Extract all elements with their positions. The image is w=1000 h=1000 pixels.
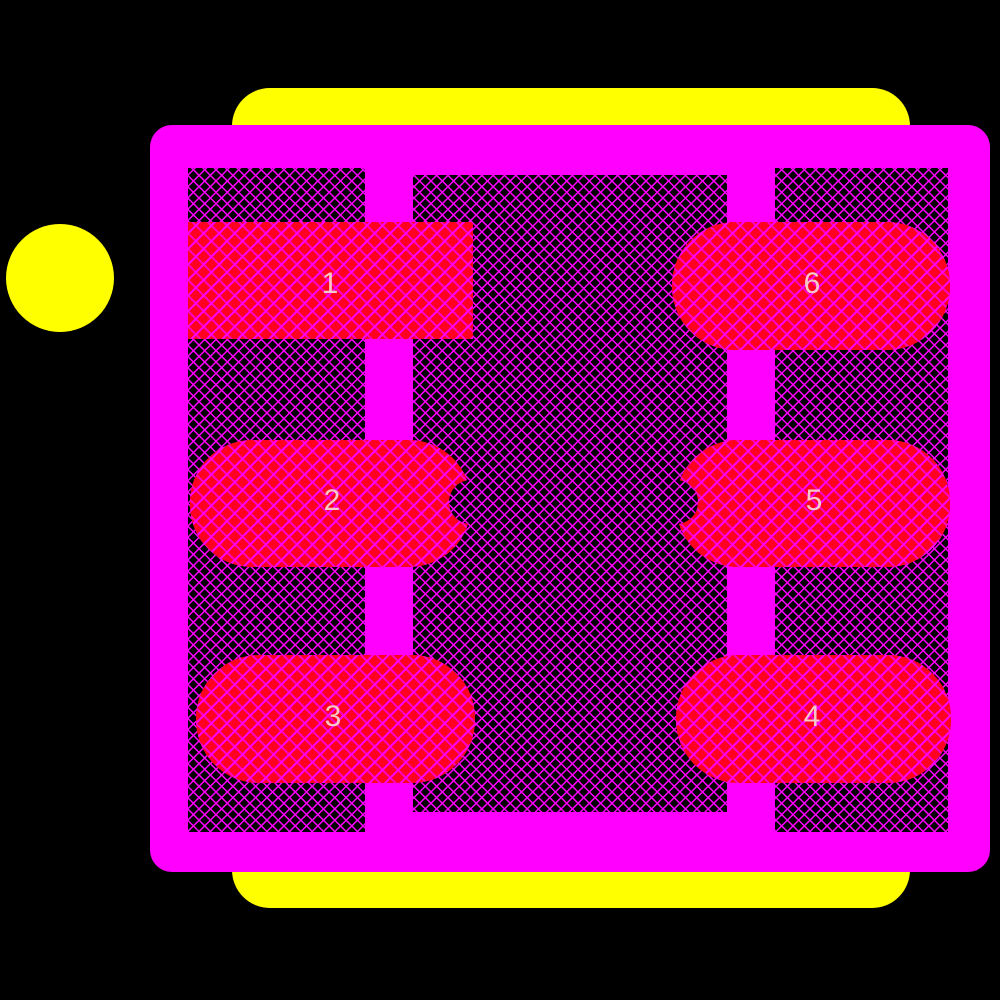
pad-3-body xyxy=(196,655,475,783)
keepout-marker-circle xyxy=(6,224,114,332)
pad-4-body xyxy=(676,655,951,783)
pad-2-notch xyxy=(449,480,493,524)
pad-1-body xyxy=(188,222,473,339)
pad-5-body xyxy=(676,440,950,567)
pad-3[interactable]: 3 xyxy=(196,655,475,783)
pad-4[interactable]: 4 xyxy=(676,655,951,783)
pad-6-body xyxy=(672,222,950,350)
pad-2[interactable]: 2 xyxy=(190,440,495,567)
pad-2-body xyxy=(190,440,471,567)
pad-1[interactable]: 1 xyxy=(188,222,473,339)
pad-5-notch xyxy=(654,480,698,524)
pad-5[interactable]: 5 xyxy=(652,440,950,567)
pad-6[interactable]: 6 xyxy=(672,222,950,350)
